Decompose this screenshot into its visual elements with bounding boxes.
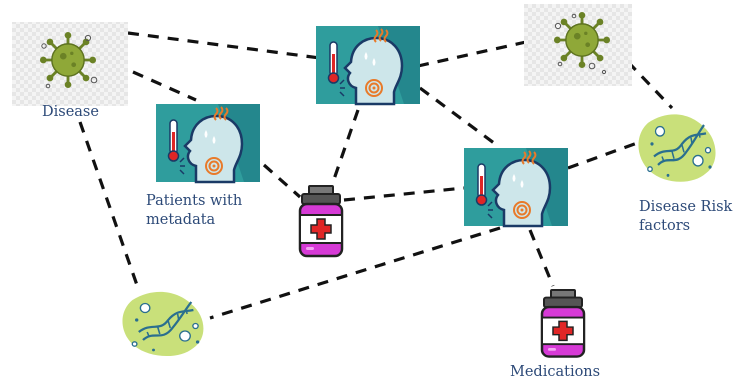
risk-factor-node-2 xyxy=(637,113,717,183)
label-disease: Disease xyxy=(42,104,99,120)
dna-blob-icon xyxy=(121,290,205,358)
risk-factor-node-1 xyxy=(121,290,205,358)
label-risk-line-1: Disease Risk xyxy=(639,199,733,215)
patient-fever-icon xyxy=(462,146,570,228)
disease-node-2 xyxy=(524,4,632,86)
edge-patient3-dna1 xyxy=(209,226,501,320)
edge-patient2-patient3 xyxy=(419,86,499,148)
medication-node-2 xyxy=(540,288,586,358)
patient-node-1 xyxy=(154,102,262,184)
patient-node-3 xyxy=(462,146,570,228)
label-patients-line-2: metadata xyxy=(146,212,216,228)
edge-disease1-patient2 xyxy=(127,31,321,60)
patient-node-2 xyxy=(314,24,422,106)
edge-disease1-patient1 xyxy=(132,70,197,102)
edge-patient3-dna2 xyxy=(567,140,641,170)
patient-fever-icon xyxy=(154,102,262,184)
label-patients-with-metadata: Patients with metadata xyxy=(146,192,242,230)
medicine-bottle-icon xyxy=(540,288,586,358)
edge-patient3-bottle2 xyxy=(528,229,555,287)
edge-patient2-bottle1 xyxy=(330,109,360,186)
edge-disease2-dna2 xyxy=(626,60,674,110)
edge-patient1-bottle1 xyxy=(262,163,302,199)
label-patients-line-1: Patients with xyxy=(146,193,243,209)
label-risk-line-2: factors xyxy=(639,218,691,234)
patient-fever-icon xyxy=(314,24,422,106)
label-disease-risk-factors: Disease Risk factors xyxy=(639,198,732,236)
edge-disease1-dna1 xyxy=(78,121,140,289)
medication-node-1 xyxy=(298,184,344,258)
virus-icon xyxy=(552,10,612,75)
edge-patient2-disease2 xyxy=(417,40,527,68)
label-medications: Medications xyxy=(510,364,601,380)
disease-node-1 xyxy=(12,22,128,106)
graph-edges xyxy=(78,31,674,320)
dna-blob-icon xyxy=(637,113,717,183)
virus-icon xyxy=(38,30,98,90)
edge-bottle1-patient3 xyxy=(343,186,465,202)
medicine-bottle-icon xyxy=(298,184,344,258)
